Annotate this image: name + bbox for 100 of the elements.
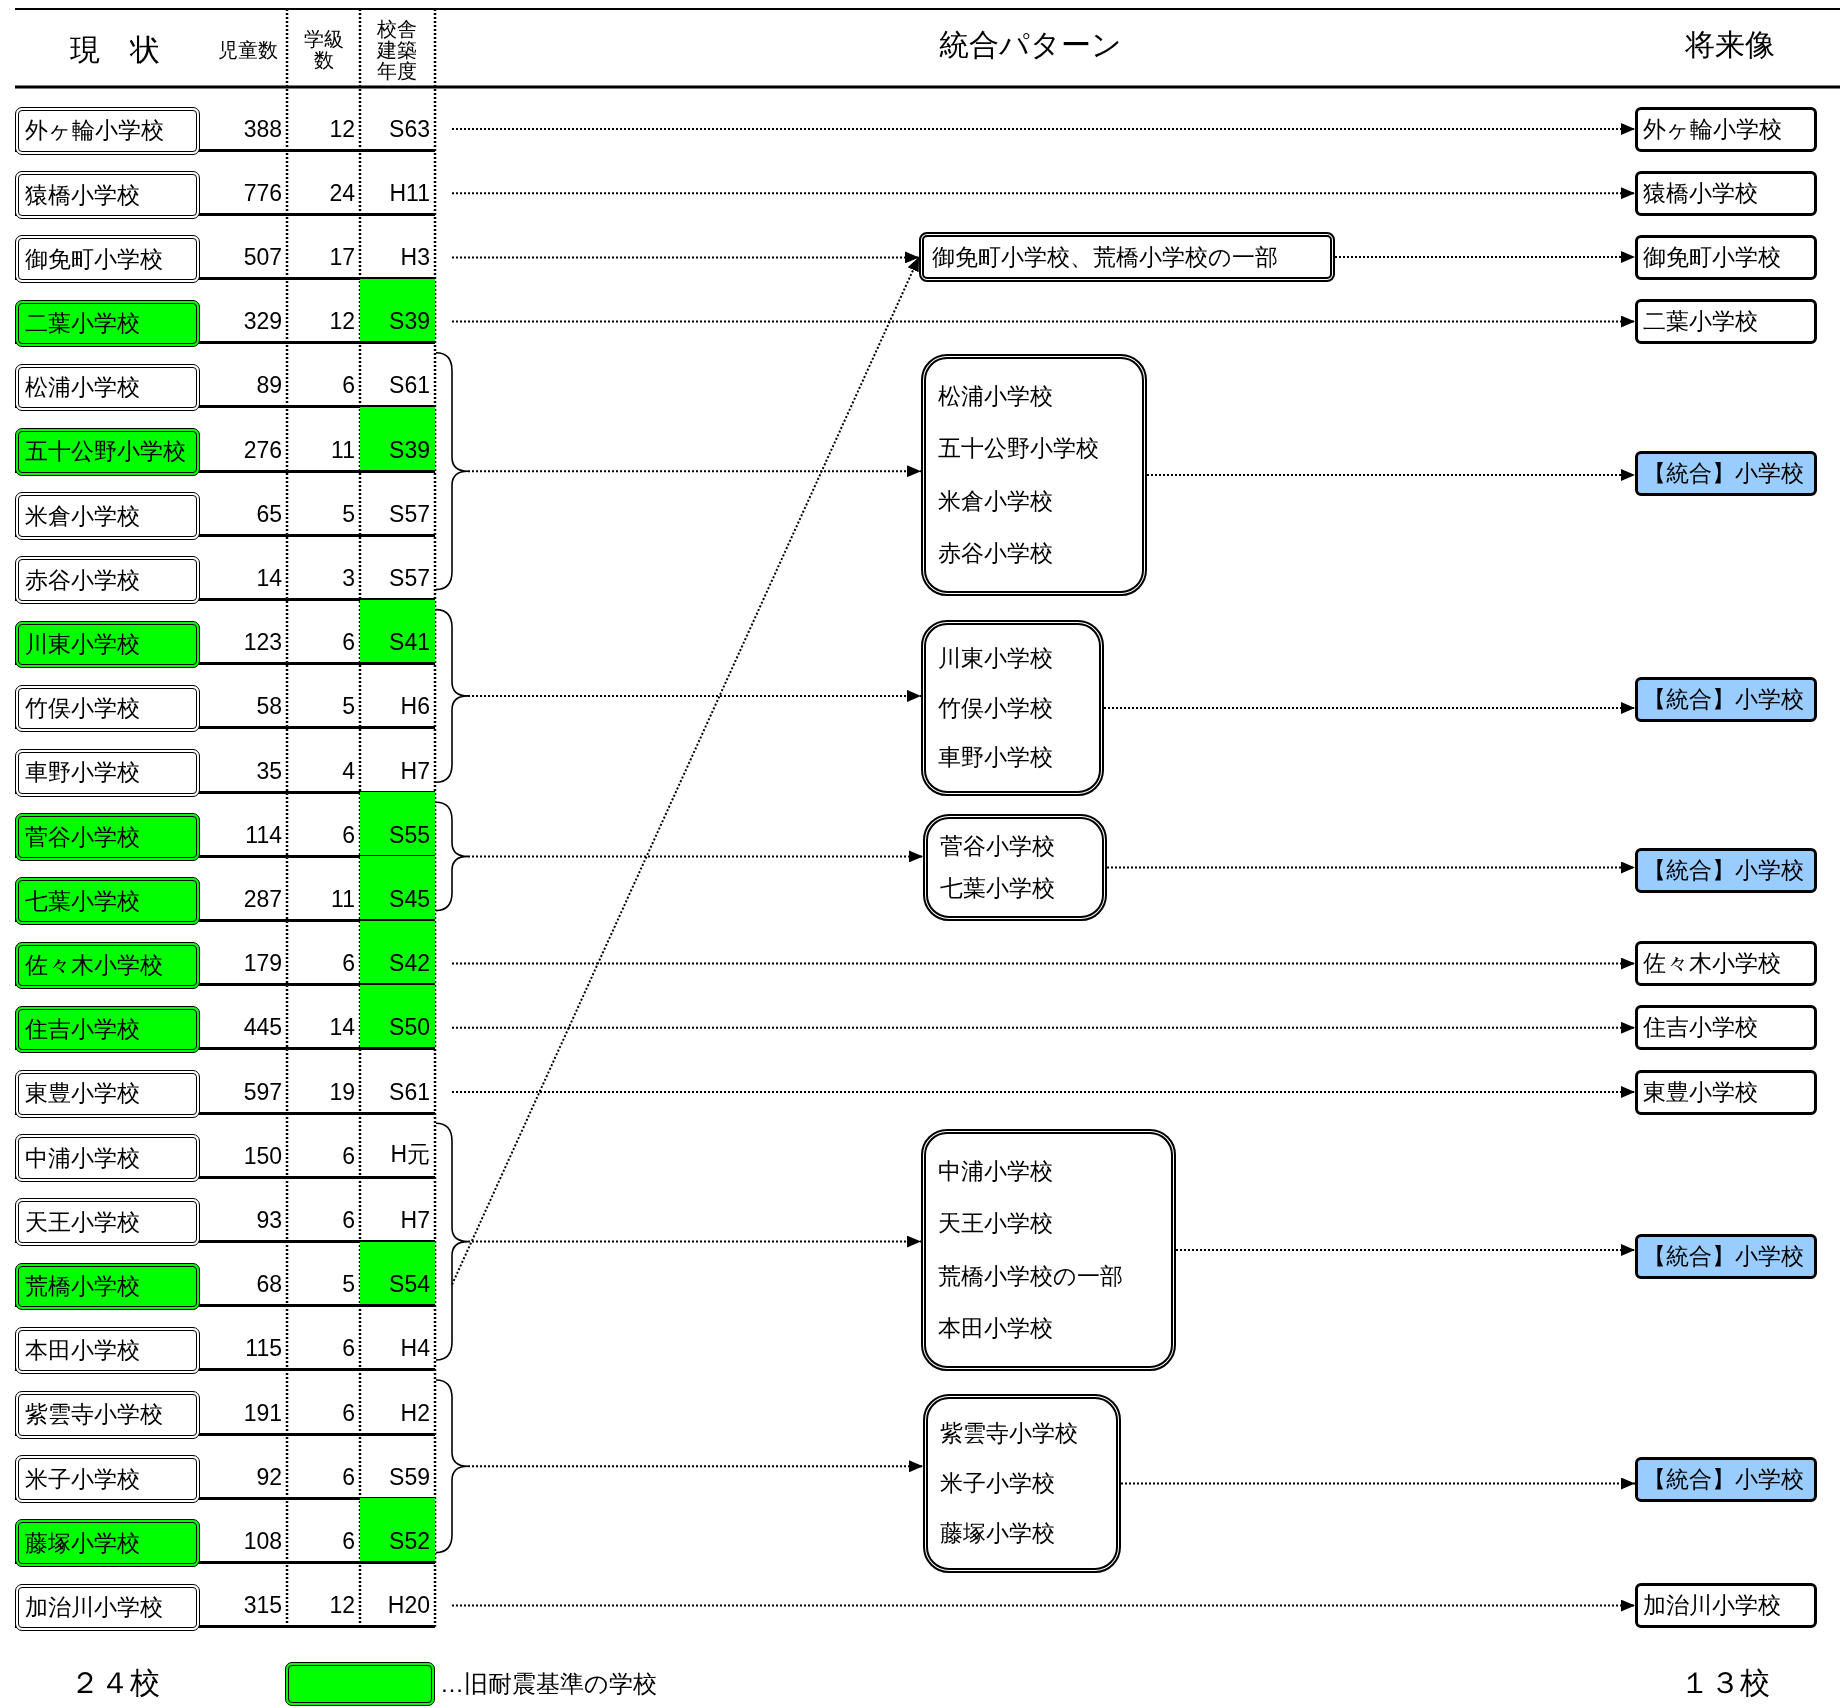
table-cell-text: S61 — [388, 371, 431, 401]
column-header: 校舎建築年度 — [376, 16, 418, 84]
table-cell-text: 12 — [328, 1591, 356, 1621]
school-box: 【統合】小学校 — [1635, 1456, 1817, 1502]
school-box: 【統合】小学校 — [1635, 450, 1817, 496]
table-cell-text: 68 — [255, 1270, 283, 1300]
table-cell-text: 507 — [242, 243, 283, 273]
arrow — [1106, 861, 1636, 874]
table-cell-text: 11 — [330, 885, 356, 915]
table-cell-text: 776 — [242, 178, 283, 208]
table-cell-text: S63 — [388, 114, 431, 144]
table-cell-text: 315 — [242, 1591, 283, 1621]
table-cell-text: 6 — [341, 1398, 356, 1428]
table-cell-text: 6 — [341, 1527, 356, 1557]
table-cell-text: 6 — [341, 1462, 356, 1492]
school-box: 御免町小学校 — [1635, 234, 1817, 280]
table-cell-text: H2 — [399, 1398, 431, 1428]
table-cell-text: 92 — [255, 1462, 283, 1492]
group-box — [921, 1129, 1176, 1371]
table-cell: S45 — [360, 856, 435, 920]
school-box: 東豊小学校 — [1635, 1069, 1817, 1115]
table-cell: S50 — [360, 984, 435, 1048]
school-box: 佐々木小学校 — [1635, 941, 1817, 987]
table-cell-text: 276 — [242, 435, 283, 465]
school-name: 紫雲寺小学校 — [940, 1419, 1078, 1448]
column-header: 学級数 — [303, 27, 345, 73]
table-cell-text: 191 — [242, 1398, 283, 1428]
table-cell-text: 5 — [341, 1270, 356, 1300]
school-box: 【統合】小学校 — [1635, 1233, 1817, 1279]
column-header: 統合パターン — [937, 27, 1123, 64]
arrow — [1103, 702, 1636, 714]
school-name: 五十公野小学校 — [938, 434, 1099, 464]
table-cell-text: 150 — [242, 1141, 283, 1171]
school-count: １３校 — [1679, 1665, 1771, 1702]
table-cell-text: 12 — [328, 114, 356, 144]
table-cell-text: H3 — [399, 243, 431, 273]
table-cell-text: 329 — [242, 307, 283, 337]
table-cell-text: H4 — [399, 1334, 431, 1364]
table-cell: S54 — [360, 1241, 435, 1305]
table-cell-text: 3 — [341, 564, 356, 594]
table-cell-text: 14 — [255, 564, 283, 594]
school-name: 車野小学校 — [938, 742, 1053, 772]
table-cell-text: 6 — [341, 949, 356, 979]
table-cell-text: 65 — [255, 499, 283, 529]
table-cell-text: 6 — [341, 1141, 356, 1171]
arrow — [451, 256, 920, 1286]
table-cell-text: S61 — [388, 1077, 431, 1107]
table-cell-text: 114 — [244, 820, 283, 850]
table-cell-text: 35 — [255, 756, 283, 786]
group-box — [923, 1394, 1121, 1573]
table-cell-text: 6 — [341, 371, 356, 401]
table-cell-text: 5 — [341, 692, 356, 722]
school-box: 【統合】小学校 — [1635, 676, 1817, 722]
school-name: 天王小学校 — [938, 1209, 1053, 1239]
table-cell-text: S57 — [388, 499, 431, 529]
arrow — [1146, 469, 1636, 481]
table-cell-text: H7 — [399, 1206, 431, 1236]
table-cell-text: 287 — [242, 885, 283, 915]
table-cell-text: 5 — [341, 499, 356, 529]
table-cell-text: H11 — [388, 178, 431, 208]
school-name: 川東小学校 — [938, 644, 1053, 674]
school-name: 赤谷小学校 — [938, 539, 1053, 569]
table-cell-text: 108 — [242, 1527, 283, 1557]
school-box: 【統合】小学校 — [1635, 847, 1817, 893]
table-cell-text: H6 — [399, 692, 431, 722]
school-box: 住吉小学校 — [1635, 1005, 1817, 1051]
school-box: 二葉小学校 — [1635, 299, 1817, 345]
table-cell-text: 179 — [242, 949, 283, 979]
school-count: ２４校 — [69, 1665, 161, 1702]
table-cell: S39 — [360, 278, 435, 342]
table-cell-text: 6 — [341, 628, 356, 658]
table-cell-text: 93 — [255, 1206, 283, 1236]
table-cell-text: H元 — [389, 1139, 431, 1169]
school-box: 猿橋小学校 — [1635, 170, 1817, 216]
arrow — [1334, 251, 1636, 263]
column-header: 将来像 — [1684, 27, 1776, 64]
school-name: 松浦小学校 — [938, 381, 1053, 411]
table-cell-text: S59 — [388, 1462, 431, 1492]
table-cell-text: 123 — [242, 628, 283, 658]
school-name: 米子小学校 — [940, 1469, 1055, 1498]
table-cell-text: 388 — [242, 114, 283, 144]
table-cell-text: 14 — [328, 1013, 356, 1043]
school-name: 藤塚小学校 — [940, 1519, 1055, 1548]
column-header: 児童数 — [217, 37, 279, 63]
school-name: 七葉小学校 — [940, 874, 1055, 904]
school-name: 竹俣小学校 — [938, 693, 1053, 723]
column-header: 現 状 — [69, 32, 161, 69]
table-cell-text: 6 — [341, 1334, 356, 1364]
table-cell: S41 — [360, 599, 435, 663]
table-cell-text: 89 — [255, 371, 283, 401]
table-cell-text: 6 — [341, 820, 356, 850]
school-name: 米倉小学校 — [938, 486, 1053, 516]
group-box — [923, 814, 1107, 921]
table-cell-text: 115 — [244, 1334, 283, 1364]
table-cell-text: 24 — [328, 178, 356, 208]
school-name: 荒橋小学校の一部 — [938, 1261, 1123, 1291]
table-cell-text: 11 — [330, 435, 356, 465]
table-cell-text: 6 — [341, 1206, 356, 1236]
table-cell: S55 — [360, 792, 435, 855]
legend-text: …旧耐震基準の学校 — [440, 1669, 657, 1699]
